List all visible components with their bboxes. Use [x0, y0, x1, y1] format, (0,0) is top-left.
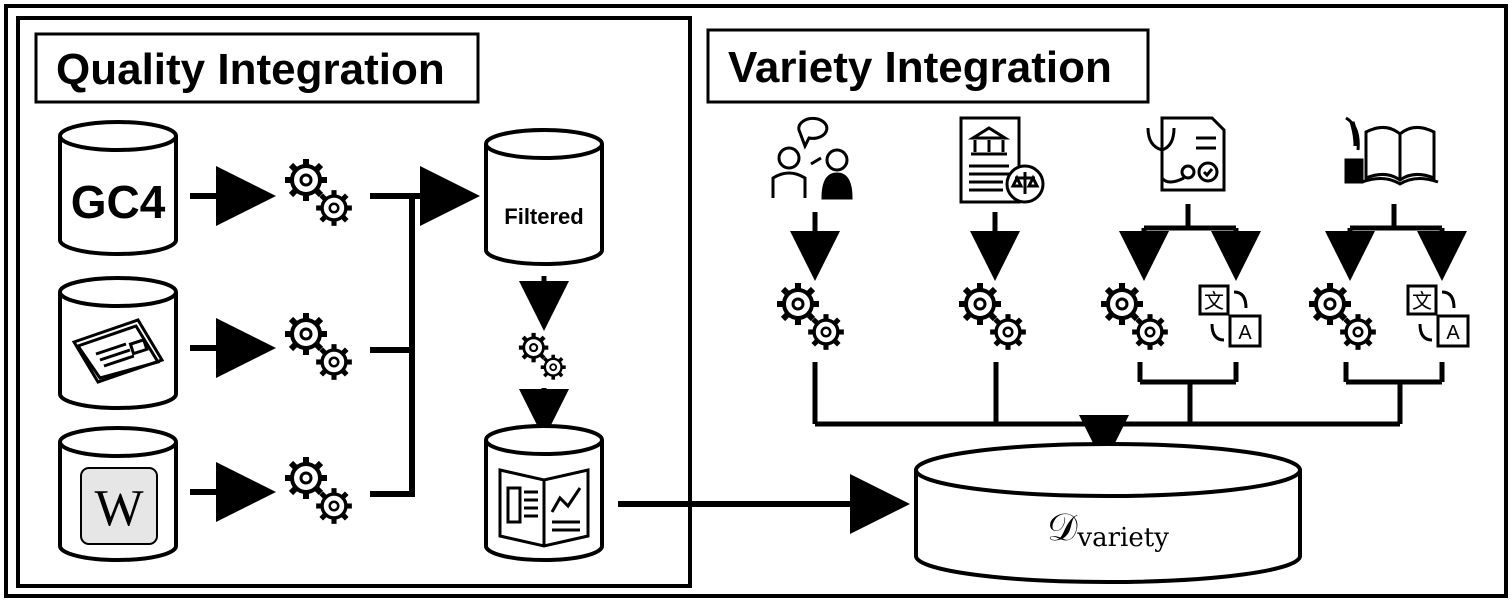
gears-icon: [285, 159, 352, 226]
wiki-letter: W: [94, 480, 143, 537]
svg-text:A: A: [1446, 322, 1460, 344]
filtered-cylinder: Filtered: [484, 128, 604, 266]
gears-icon: [1101, 283, 1168, 350]
news-cylinder: [58, 276, 178, 410]
gears-icon: [285, 313, 352, 380]
medical-document-icon: [1146, 116, 1226, 192]
literature-icon: [1344, 116, 1439, 186]
quality-title: Quality Integration: [56, 45, 445, 94]
medical-fork: [1119, 204, 1261, 281]
merge-bracket: [370, 166, 480, 497]
newspaper-icon: [71, 318, 165, 384]
gears-icon: [285, 457, 352, 524]
variety-merge-lines: [812, 362, 1445, 465]
svg-text:文: 文: [1204, 289, 1224, 313]
variety-title-box: [706, 28, 1150, 104]
quality-output-cylinder: [484, 424, 604, 562]
gears-icon-small: [519, 333, 566, 380]
variety-title: Variety Integration: [728, 43, 1112, 92]
conversation-icon: [771, 116, 853, 200]
legal-document-icon: [959, 116, 1045, 204]
literature-fork: [1325, 204, 1467, 281]
quality-title-box: [34, 32, 480, 104]
variety-db-cylinder: 𝒟variety: [914, 442, 1302, 584]
filtered-label: Filtered: [504, 204, 583, 229]
gears-icon: [959, 283, 1026, 350]
translate-icon: 文 A: [1198, 284, 1262, 348]
svg-text:文: 文: [1412, 289, 1432, 313]
book-data-icon: [498, 468, 590, 548]
gc4-label: GC4: [71, 176, 166, 228]
gc4-cylinder: GC4: [58, 120, 178, 256]
quality-panel: [16, 16, 692, 588]
gears-icon: [777, 283, 844, 350]
gears-icon: [1309, 283, 1376, 350]
wiki-cylinder: W: [58, 426, 178, 562]
translate-icon: 文 A: [1406, 284, 1470, 348]
outer-frame: [4, 4, 1508, 598]
wikipedia-icon: W: [80, 467, 158, 545]
svg-text:A: A: [1238, 322, 1252, 344]
variety-db-label: 𝒟variety: [1047, 505, 1169, 553]
